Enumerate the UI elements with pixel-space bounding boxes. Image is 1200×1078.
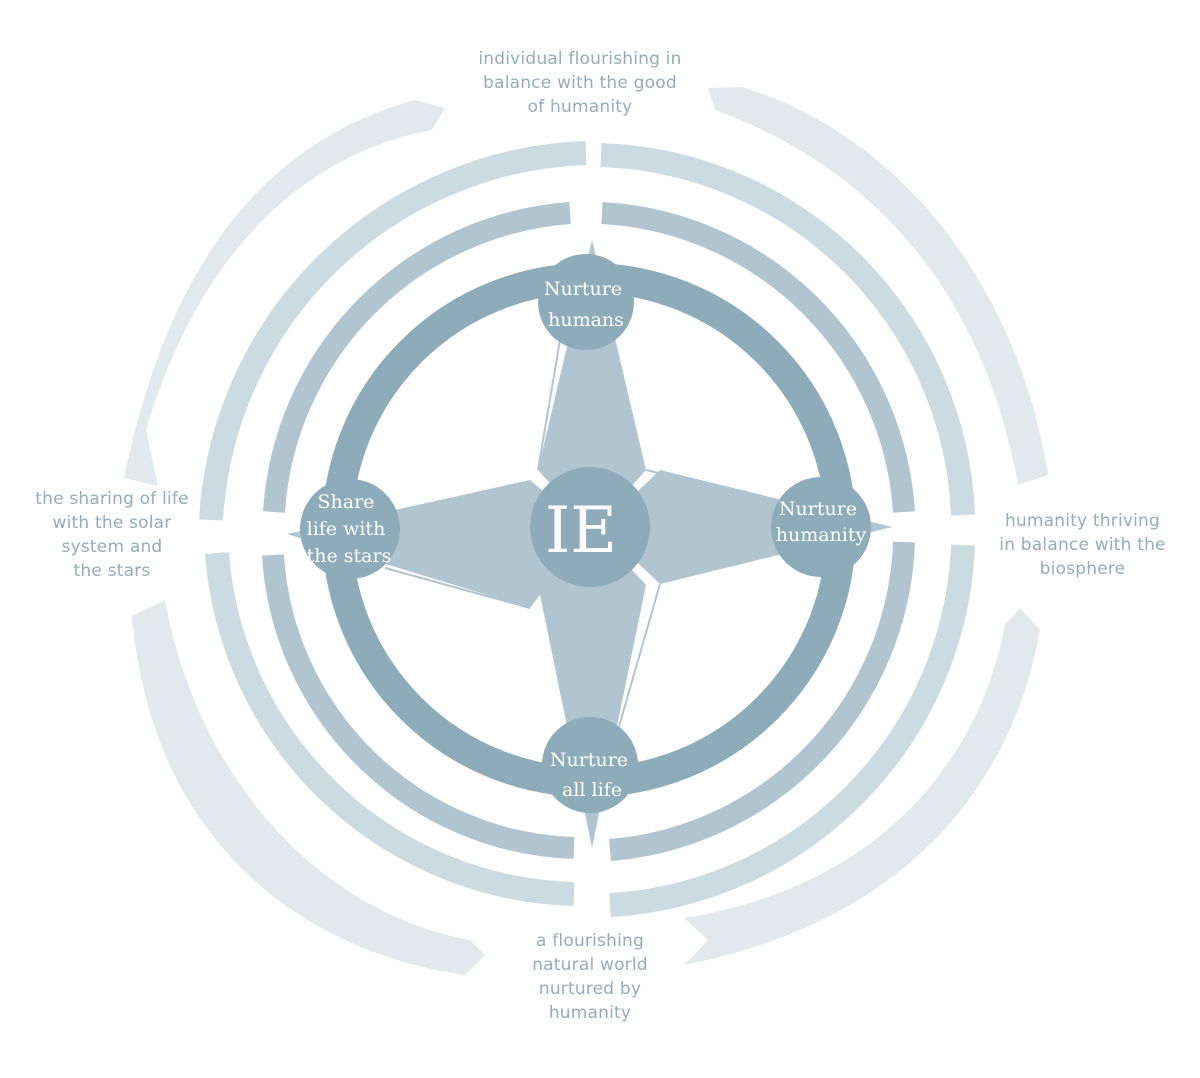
second-ring-arc-top-left [263,202,571,513]
outer-arrow-bottom-left [132,600,485,975]
node-bottom-circle [542,717,638,813]
outer-arrow-ring [124,87,1048,975]
center-circle [530,467,650,587]
third-ring-arc-bottom-left [205,552,575,906]
node-bottom-line-1: Nurture [550,749,628,771]
compass-star [287,240,892,848]
outer-label-left-line-1: the sharing of life [35,489,189,509]
outer-label-bottom-line-4: humanity [548,1003,632,1023]
outer-label-top: individual flourishing in balance with t… [450,47,710,119]
svg-text:Share life with th: Share life with the stars [307,491,392,567]
outer-label-bottom-line-2: natural world [532,955,648,975]
third-ring-arc-top-left [199,141,587,521]
outer-label-left-line-2: with the solar [52,513,172,533]
third-ring-arc-top-right [600,143,975,516]
node-top: Nurture humans [538,254,634,350]
svg-text:Nurture humans: Nurture humans [544,278,628,331]
outer-label-top-line-1: individual flourishing in [478,49,682,69]
node-left-line-3: the stars [307,545,392,567]
line-sw [384,567,531,609]
third-ring-arc-bottom-right [609,544,975,917]
node-right: Nurture humanity [771,477,871,577]
third-ring [199,141,975,917]
line-se [617,583,661,731]
line-ne [645,469,791,506]
outer-label-right: humanity thriving in balance with the bi… [975,509,1190,581]
node-top-circle [538,254,634,350]
outer-arrow-bottom-right [684,608,1040,965]
node-top-line-2: humans [548,309,624,331]
node-left-circle [300,479,400,579]
node-right-line-1: Nurture [779,498,857,520]
outer-label-left-line-4: the stars [73,561,151,581]
outer-label-right-line-2: in balance with the [999,535,1166,555]
center-label: IE [545,494,617,568]
outer-label-top-line-2: balance with the good [483,73,677,93]
node-top-line-1: Nurture [544,278,622,300]
second-ring [262,202,915,861]
outer-label-right-line-1: humanity thriving [1004,511,1161,531]
outer-label-top-line-3: of humanity [527,97,633,117]
line-nw [537,339,561,471]
outer-arrow-top-right [708,87,1048,485]
second-ring-arc-bottom-right [609,541,915,861]
outer-arrow-top-left [124,100,445,486]
compass-lines [384,339,791,731]
star-point-north [538,240,646,530]
outer-label-bottom-line-3: nurtured by [538,979,642,999]
outer-label-right-line-3: biosphere [1039,559,1126,579]
node-left-line-2: life with [307,518,386,540]
second-ring-arc-bottom-left [262,554,575,859]
outer-label-bottom-line-1: a flourishing [536,931,644,951]
node-bottom: Nurture all life [542,717,638,813]
star-point-east [600,470,892,584]
node-right-circle [771,477,871,577]
svg-text:Nurture humanity: Nurture humanity [776,498,867,546]
node-left: Share life with the stars [300,479,400,579]
second-ring-arc-top-right [601,202,915,513]
star-point-south [538,527,646,848]
node-left-line-1: Share [318,491,375,513]
svg-text:Nurture all life: Nurture all life [550,749,634,801]
node-bottom-line-2: all life [562,779,622,801]
outer-label-bottom: a flourishing natural world nurtured by … [490,929,690,1025]
star-point-west [287,480,590,608]
node-right-line-2: humanity [776,524,867,546]
outer-label-left: the sharing of life with the solar syste… [8,487,216,583]
center-node: IE [530,467,650,587]
outer-label-left-line-3: system and [61,537,163,557]
